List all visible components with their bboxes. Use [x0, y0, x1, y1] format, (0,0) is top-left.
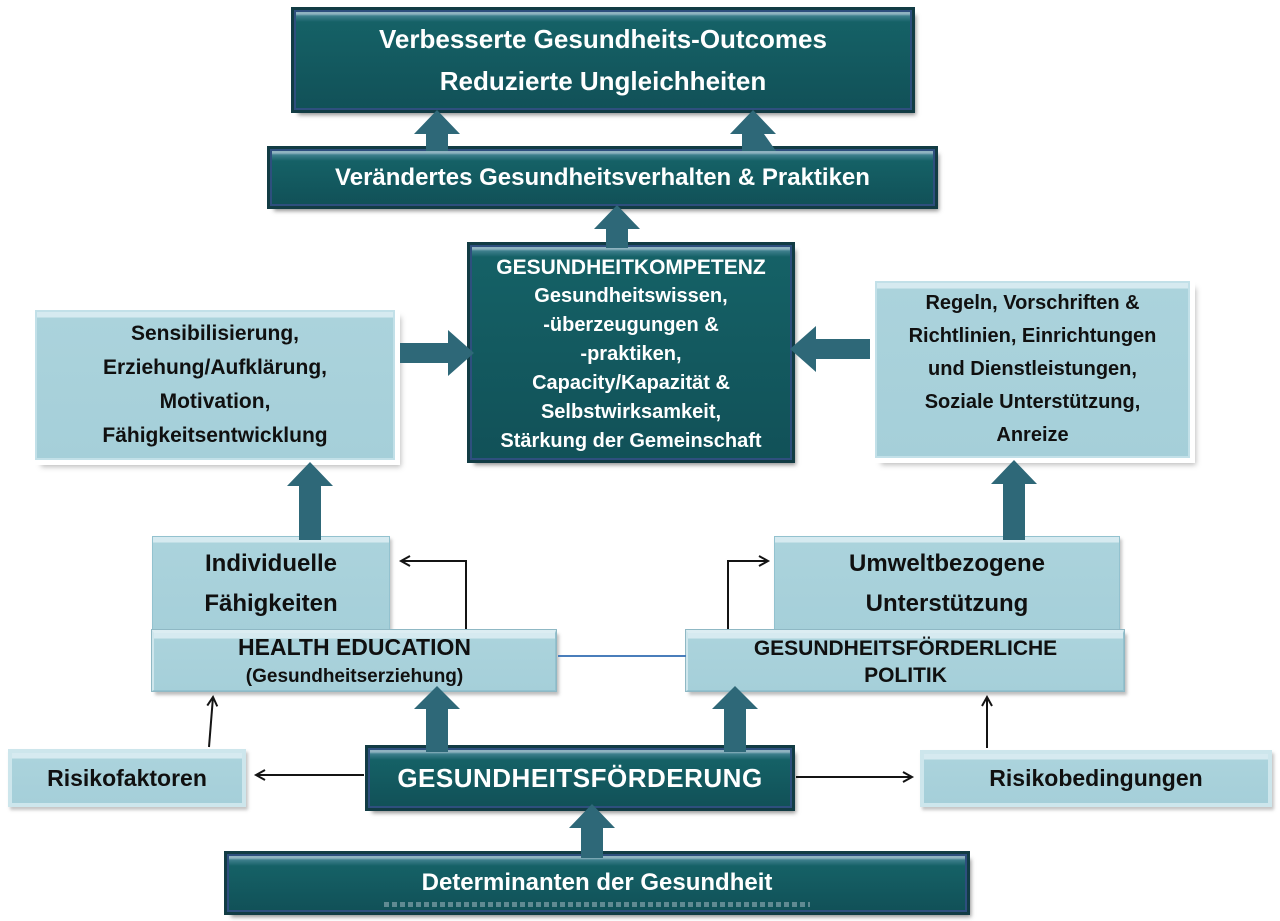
node-individual-abilities: Individuelle Fähigkeiten	[152, 536, 390, 632]
arrow-health-education-to-individual	[398, 555, 467, 629]
node-outcomes: Verbesserte Gesundheits-Outcomes Reduzie…	[294, 10, 912, 110]
node-rules-line: Richtlinien, Einrichtungen	[908, 325, 1157, 347]
node-individual-line: Fähigkeiten	[204, 590, 338, 617]
node-risk-conditions-line: Risikobedingungen	[989, 765, 1203, 791]
arrow-awareness-to-competence	[400, 330, 474, 376]
node-environment-line: Unterstützung	[865, 590, 1029, 617]
arrow-risk-factors-to-health-education	[206, 694, 219, 748]
node-rules-line: Soziale Unterstützung,	[924, 391, 1141, 413]
node-behavior: Verändertes Gesundheitsverhalten & Prakt…	[270, 149, 935, 206]
node-awareness-line: Fähigkeitsentwicklung	[102, 424, 328, 447]
node-rules: Regeln, Vorschriften & Richtlinien, Einr…	[875, 281, 1190, 458]
node-health-education-subline: (Gesundheitserziehung)	[245, 665, 464, 687]
node-environment-line: Umweltbezogene	[848, 550, 1046, 577]
node-health-promotion: GESUNDHEITSFÖRDERUNG	[368, 748, 792, 808]
node-awareness-line: Erziehung/Aufklärung,	[102, 356, 327, 379]
arrow-rules-to-competence	[790, 326, 870, 372]
node-environmental-support: Umweltbezogene Unterstützung	[774, 536, 1120, 632]
node-rules-line: Anreize	[996, 424, 1069, 446]
node-risk-factors-line: Risikofaktoren	[47, 764, 207, 791]
arrow-competence-to-behavior	[594, 205, 640, 248]
arrow-behavior-to-outcomes-right	[730, 110, 776, 151]
node-determinants-line: Determinanten der Gesundheit	[421, 869, 773, 896]
node-risk-conditions: Risikobedingungen	[920, 750, 1272, 807]
node-rules-line: Regeln, Vorschriften &	[925, 292, 1140, 314]
node-competence: GESUNDHEITKOMPETENZ Gesundheitswissen, -…	[470, 245, 792, 460]
node-outcomes-line: Reduzierte Ungleichheiten	[439, 66, 767, 96]
node-determinants: Determinanten der Gesundheit	[227, 854, 967, 912]
citation-fine-print	[383, 902, 811, 907]
node-competence-line: -praktiken,	[580, 342, 682, 365]
node-health-policy: GESUNDHEITSFÖRDERLICHE POLITIK	[686, 630, 1124, 691]
node-policy-line: POLITIK	[864, 663, 947, 687]
node-awareness: Sensibilisierung, Erziehung/Aufklärung, …	[35, 310, 395, 460]
node-policy-line: GESUNDHEITSFÖRDERLICHE	[753, 636, 1058, 660]
node-competence-line: Selbstwirksamkeit,	[540, 400, 722, 423]
arrow-promotion-to-policy	[712, 686, 758, 752]
node-outcomes-line: Verbesserte Gesundheits-Outcomes	[379, 24, 827, 54]
arrow-environment-to-rules	[991, 460, 1037, 540]
node-competence-line: Capacity/Kapazität &	[532, 371, 730, 394]
node-behavior-line: Verändertes Gesundheitsverhalten & Prakt…	[335, 163, 870, 191]
node-promotion-line: GESUNDHEITSFÖRDERUNG	[397, 762, 763, 793]
node-competence-title: GESUNDHEITKOMPETENZ	[496, 255, 766, 279]
node-health-education-line: HEALTH EDUCATION	[238, 633, 471, 660]
node-competence-line: Stärkung der Gemeinschaft	[500, 429, 762, 452]
node-competence-line: -überzeugungen &	[543, 313, 719, 336]
node-risk-factors: Risikofaktoren	[8, 749, 246, 807]
arrow-promotion-to-health-education	[414, 686, 460, 752]
node-individual-line: Individuelle	[204, 550, 338, 577]
arrow-individual-to-awareness	[287, 462, 333, 540]
node-health-education: HEALTH EDUCATION (Gesundheitserziehung)	[152, 630, 556, 691]
node-competence-line: Gesundheitswissen,	[534, 284, 728, 307]
node-awareness-line: Motivation,	[159, 390, 271, 413]
arrow-determinants-to-promotion	[569, 804, 615, 858]
arrow-policy-to-environment	[727, 555, 771, 629]
node-awareness-line: Sensibilisierung,	[130, 322, 300, 345]
arrow-behavior-to-outcomes-left	[414, 110, 460, 151]
node-rules-line: und Dienstleistungen,	[928, 358, 1137, 380]
